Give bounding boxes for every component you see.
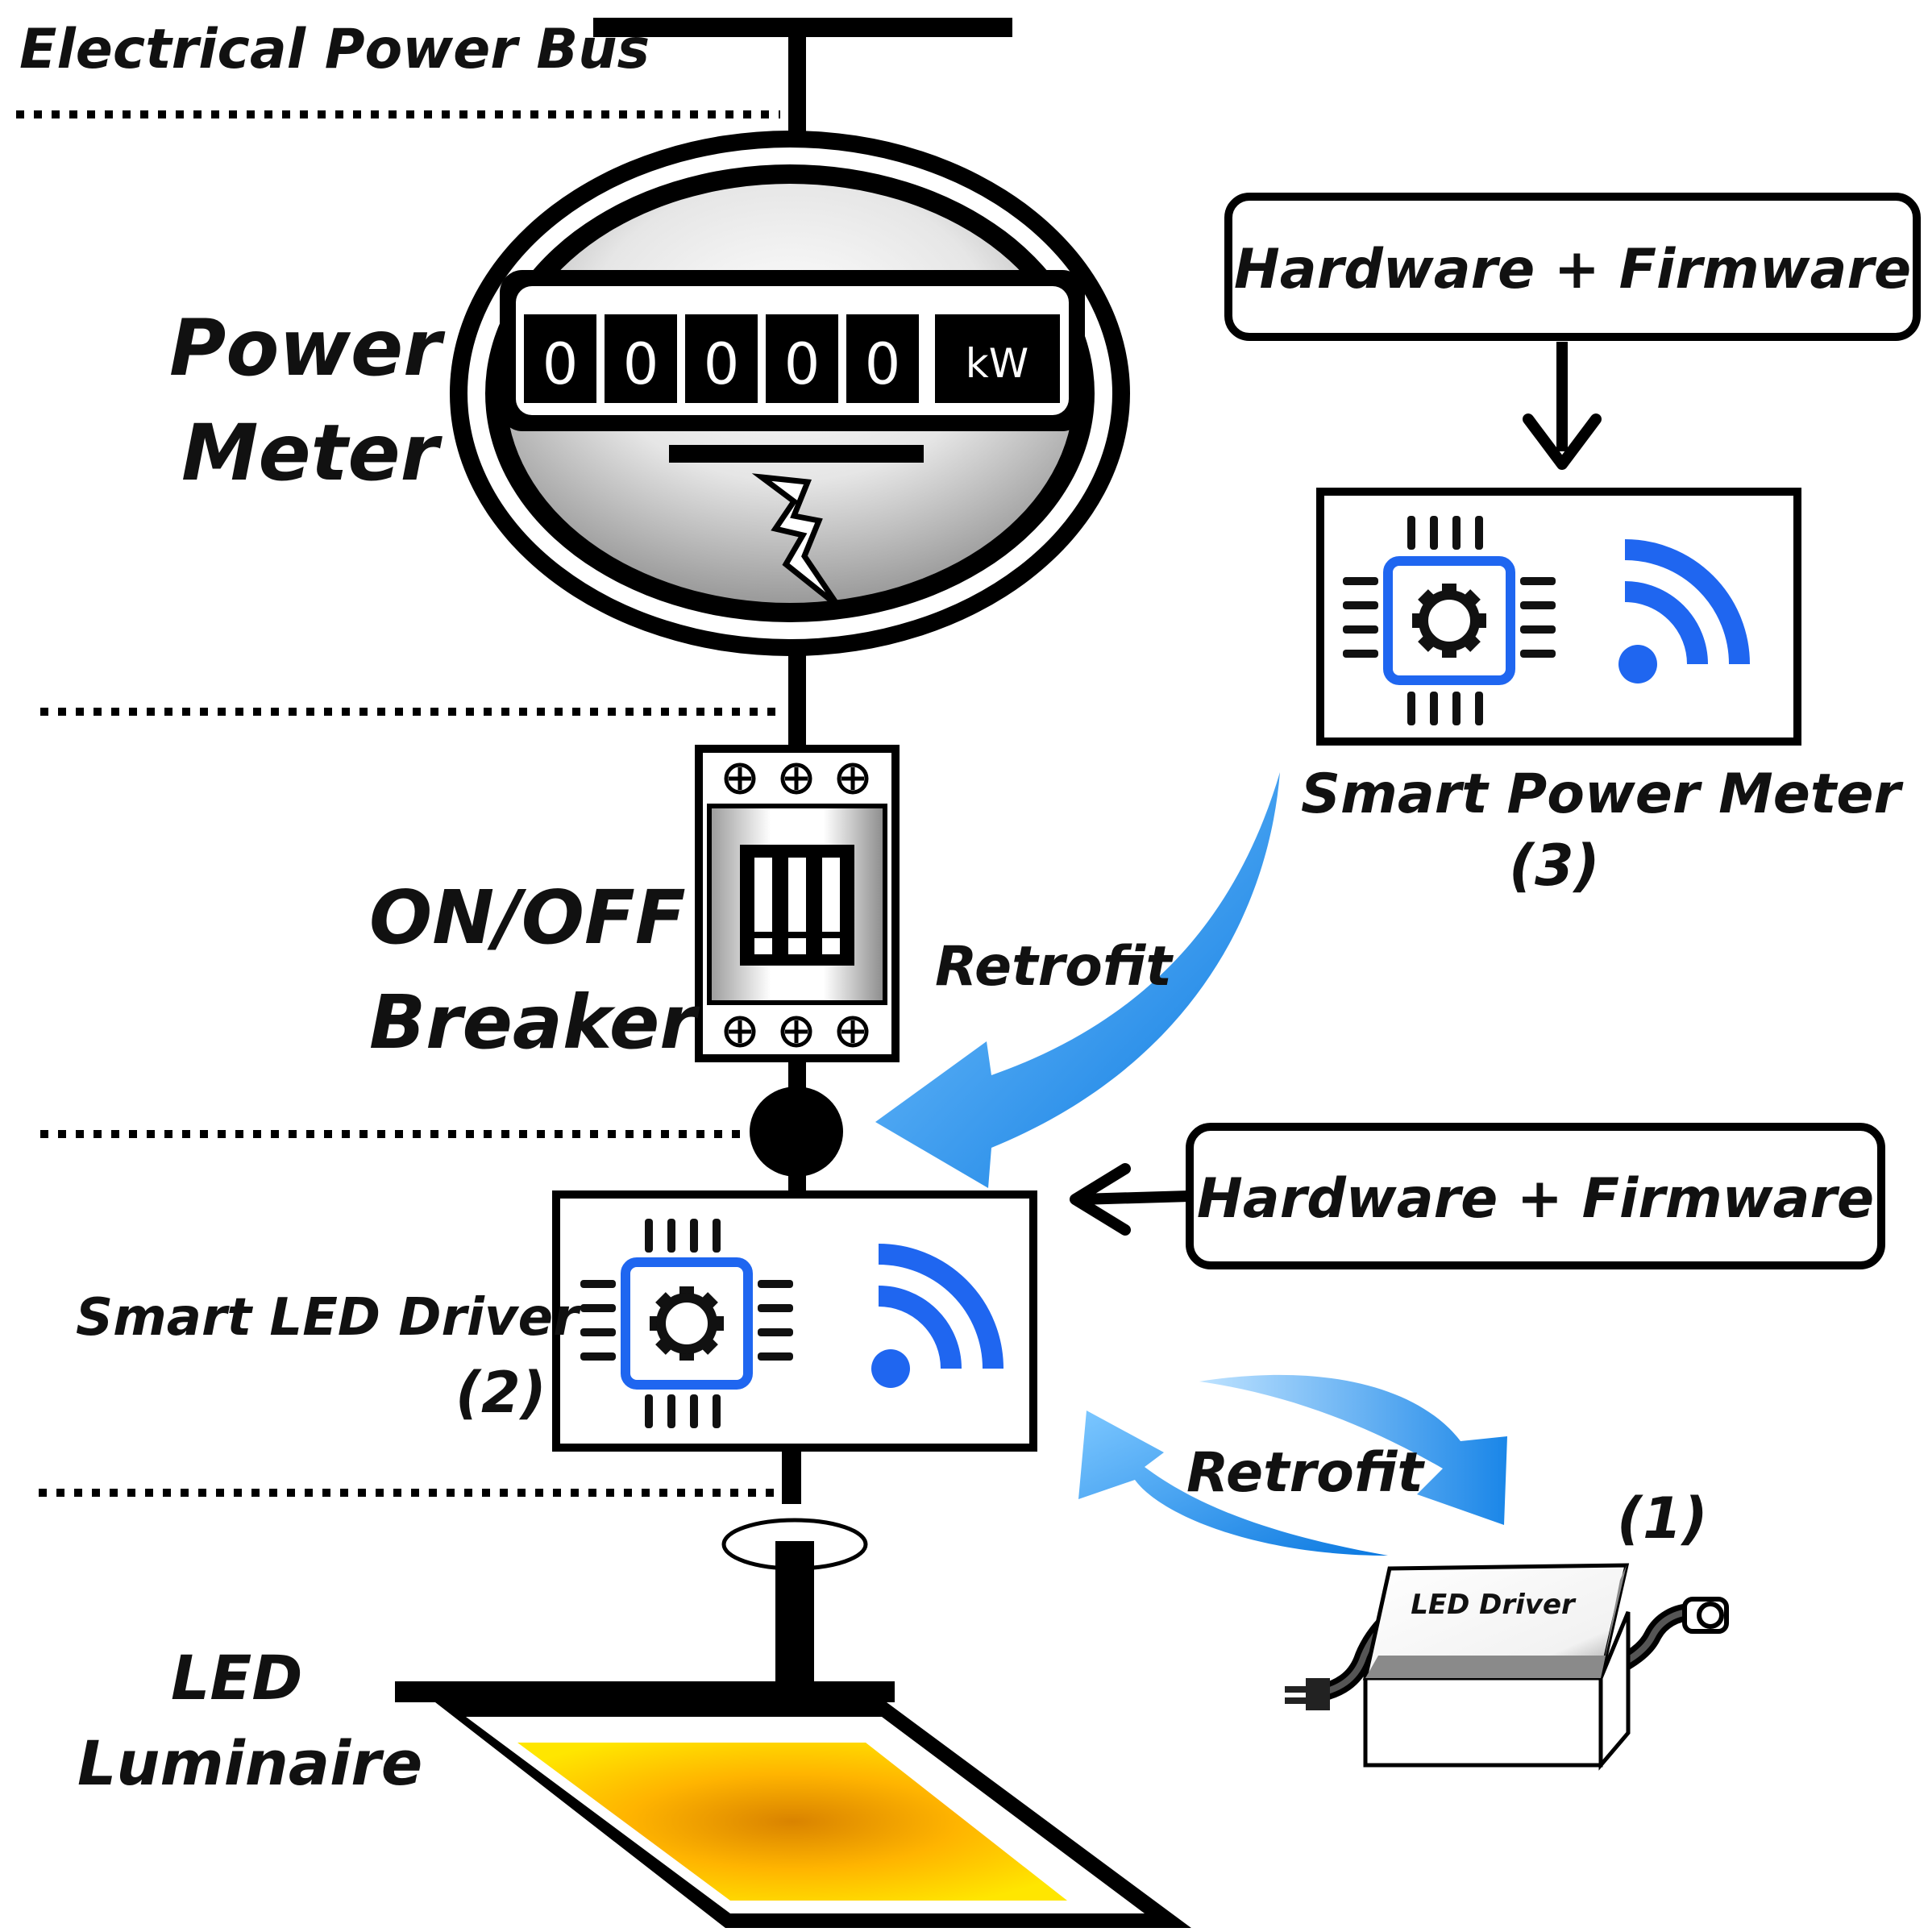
level-separators [16,110,782,1497]
power-meter-label-1: Power [169,303,446,393]
breaker: ON/OFF Breaker [369,745,900,1066]
chip-icon-2 [1343,516,1556,725]
smart-power-meter-label: Smart Power Meter [1301,762,1905,826]
meter-digit-boxes [524,314,1060,403]
smart-led-driver: Smart LED Driver (2) [76,1190,1037,1452]
smart-led-driver-label: Smart LED Driver [76,1288,581,1348]
retrofit-top-label: Retrofit [935,935,1174,999]
hw-fw-top-label: Hardware + Firmware [1234,238,1911,301]
led-luminaire-label-1: LED [171,1642,302,1714]
chip-icon [580,1219,793,1428]
led-luminaire-label-2: Luminaire [77,1727,422,1799]
retrofit-arrow-top: Retrofit [875,772,1280,1188]
smart-power-meter-number: (3) [1509,833,1600,899]
meter-digit-4: 0 [784,331,821,397]
led-driver-device: LED Driver (1) [1285,1485,1729,1771]
power-meter-label-2: Meter [181,408,443,498]
wireless-icon [871,1244,1003,1388]
connector-icon [1682,1597,1729,1634]
smart-led-driver-number: (2) [455,1360,546,1426]
gear-icon [650,1286,724,1361]
plug-icon [1306,1678,1330,1710]
wireless-icon-2 [1618,539,1750,683]
meter-digit-1: 0 [542,331,579,397]
bus-label: Electrical Power Bus [19,18,650,81]
power-meter: 0 0 0 0 0 kW Power Meter [169,131,1130,656]
led-driver-number: (1) [1617,1485,1708,1552]
junction-node [750,1086,843,1177]
retrofit-bottom-label: Retrofit [1186,1441,1425,1505]
hw-fw-box-bottom: Hardware + Firmware [1070,1123,1885,1269]
hw-fw-bottom-label: Hardware + Firmware [1197,1167,1874,1231]
retrofit-arrow-bottom: Retrofit [1078,1374,1507,1556]
lightning-icon [751,473,841,609]
hw-fw-box-top: Hardware + Firmware [1224,193,1921,470]
breaker-label-1: ON/OFF [369,875,686,961]
smart-power-meter: Smart Power Meter (3) [1301,488,1905,899]
led-driver-box-label: LED Driver [1411,1589,1577,1621]
meter-digit-5: 0 [865,331,901,397]
gear-icon-2 [1412,584,1486,658]
meter-unit: kW [966,340,1028,387]
led-luminaire: LED Luminaire [77,1518,1191,1928]
power-bus: Electrical Power Bus [19,18,1012,81]
meter-digit-3: 0 [704,331,740,397]
breaker-label-2: Breaker [369,979,700,1066]
meter-digit-2: 0 [623,331,659,397]
